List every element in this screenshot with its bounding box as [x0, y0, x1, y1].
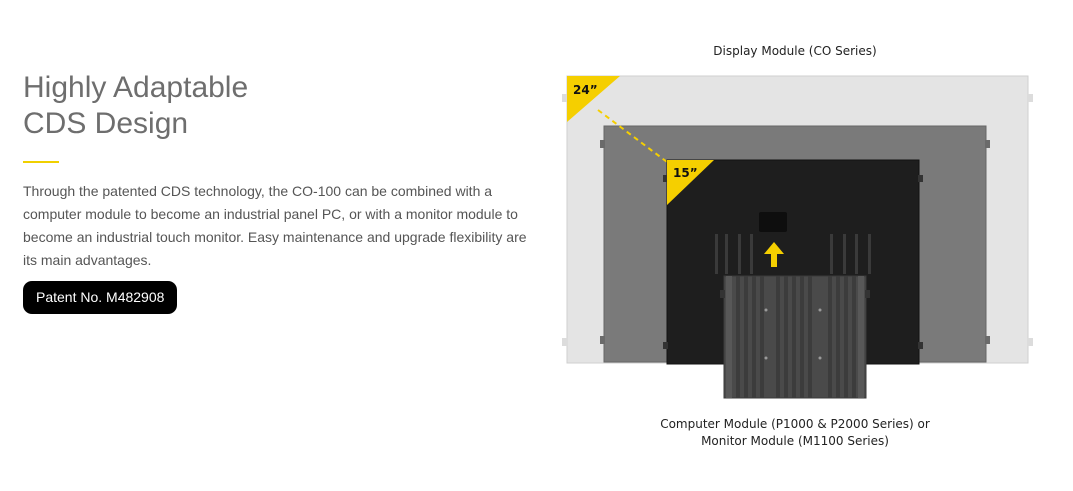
section-title: Highly Adaptable CDS Design	[23, 70, 248, 142]
accent-divider	[23, 161, 59, 163]
computer-module-caption-line-2: Monitor Module (M1100 Series)	[701, 434, 889, 448]
cds-diagram-image: 24” 15”	[562, 75, 1033, 399]
size-15-corner	[667, 160, 714, 205]
section-title-line-2: CDS Design	[23, 107, 189, 140]
size-15-label: 15”	[673, 166, 698, 180]
size-24-label: 24”	[573, 83, 598, 97]
computer-module-caption: Computer Module (P1000 & P2000 Series) o…	[540, 416, 1050, 450]
display-module-caption: Display Module (CO Series)	[713, 44, 877, 58]
section-description: Through the patented CDS technology, the…	[23, 183, 527, 268]
section-title-line-1: Highly Adaptable	[23, 71, 249, 104]
insert-arrow-icon	[764, 242, 784, 267]
size-diagonal-line	[597, 109, 668, 163]
computer-module-caption-line-1: Computer Module (P1000 & P2000 Series) o…	[660, 417, 930, 431]
patent-number-button[interactable]: Patent No. M482908	[23, 281, 178, 314]
size-24-corner	[567, 76, 620, 122]
cds-diagram: Display Module (CO Series) 24”	[540, 0, 1060, 491]
computer-module	[720, 275, 870, 399]
